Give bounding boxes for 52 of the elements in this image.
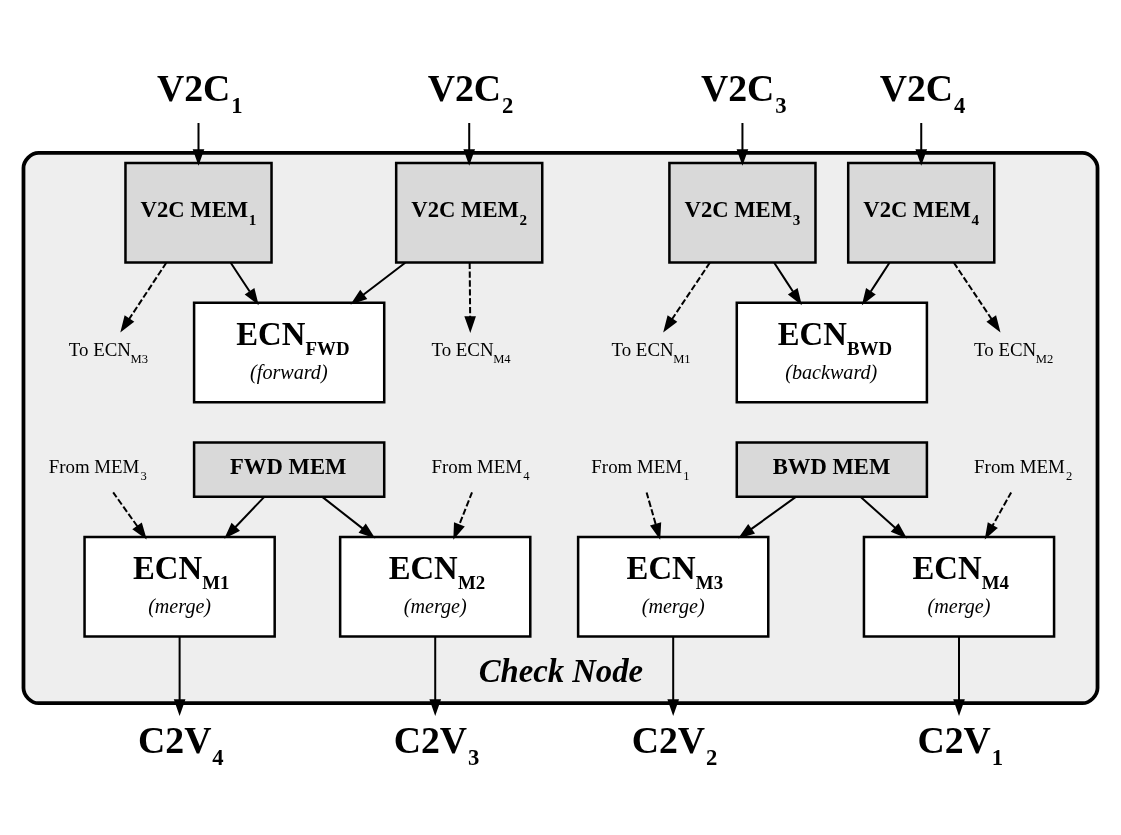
node-text: From MEM$_{2}$ bbox=[974, 455, 1073, 483]
arrow bbox=[663, 261, 711, 332]
node-text: V2C$_{4}$ bbox=[879, 66, 966, 118]
node-box: ECN$_{BWD}$ (backward) bbox=[735, 301, 929, 403]
node-text: V2C$_{3}$ bbox=[700, 66, 787, 118]
arrow bbox=[173, 636, 186, 716]
node-text: To ECN$_{M2}$ bbox=[974, 338, 1054, 366]
arrow bbox=[229, 261, 259, 305]
arrow bbox=[453, 491, 473, 540]
arrow bbox=[738, 495, 797, 539]
arrow bbox=[984, 491, 1013, 540]
node-text: From MEM$_{3}$ bbox=[48, 455, 147, 483]
node-text: V2C$_{2}$ bbox=[427, 66, 514, 118]
node-text: From MEM$_{4}$ bbox=[431, 455, 530, 483]
node-box: BWD MEM bbox=[735, 440, 929, 498]
node-box: V2C MEM$_{4}$ bbox=[846, 161, 996, 264]
arrow bbox=[350, 261, 406, 304]
arrow bbox=[860, 495, 907, 539]
arrow bbox=[667, 636, 679, 716]
arrow bbox=[463, 122, 476, 166]
arrow bbox=[645, 491, 662, 540]
node-text: C2V$_{1}$ bbox=[917, 718, 1004, 770]
arrow bbox=[736, 122, 749, 166]
node-box: V2C MEM$_{1}$ bbox=[124, 161, 273, 264]
node-text: To ECN$_{M1}$ bbox=[611, 338, 691, 366]
node-text: C2V$_{2}$ bbox=[631, 718, 718, 770]
arrow bbox=[953, 261, 1001, 332]
node-box: ECN$_{M1}$ (merge) bbox=[83, 535, 276, 638]
node-box: V2C MEM$_{2}$ bbox=[394, 161, 544, 264]
node-box: ECN$_{FWD}$ (forward) bbox=[192, 301, 386, 403]
node-text: To ECN$_{M4}$ bbox=[431, 338, 511, 366]
node-box: ECN$_{M4}$ (merge) bbox=[862, 535, 1056, 638]
node-text: To ECN$_{M3}$ bbox=[68, 338, 148, 366]
node-text: From MEM$_{1}$ bbox=[591, 455, 690, 483]
node-text: V2C$_{1}$ bbox=[156, 66, 243, 118]
arrow bbox=[953, 636, 965, 716]
node-text: C2V$_{4}$ bbox=[138, 718, 224, 770]
node-box: V2C MEM$_{3}$ bbox=[668, 161, 817, 264]
node-box: ECN$_{M2}$ (merge) bbox=[338, 535, 532, 638]
arrow bbox=[224, 495, 266, 539]
arrow bbox=[112, 491, 147, 539]
node-box: FWD MEM bbox=[192, 440, 386, 498]
node-box: ECN$_{M3}$ (merge) bbox=[576, 535, 770, 638]
node-text: C2V$_{3}$ bbox=[393, 718, 480, 770]
arrow bbox=[773, 261, 802, 305]
arrow bbox=[429, 636, 442, 716]
arrow bbox=[861, 261, 891, 305]
arrow bbox=[464, 262, 476, 333]
arrow bbox=[321, 495, 376, 538]
arrow bbox=[915, 122, 928, 166]
arrow bbox=[192, 122, 205, 166]
arrow bbox=[120, 261, 168, 332]
